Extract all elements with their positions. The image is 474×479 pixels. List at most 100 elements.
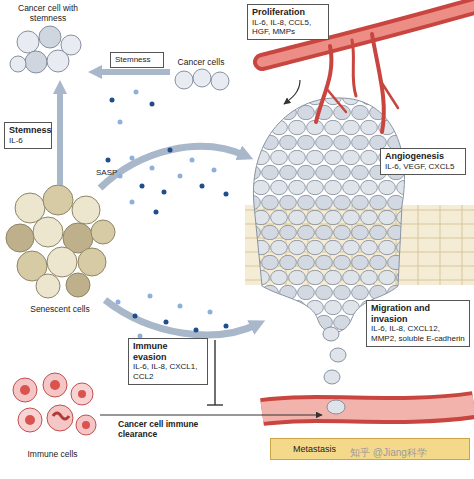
cancer-cell [175,69,229,90]
clearance-arrow [100,414,322,415]
sasp-dot [178,174,183,179]
migrating-cancer-cell [327,400,345,414]
migrating-cancer-cell [330,348,346,362]
sasp-dot [208,310,213,315]
sasp-dot [200,184,205,189]
stem-cancer-cell [17,31,39,53]
sasp-dot [190,158,195,163]
node-heading: Cancer cells [170,58,232,68]
process-box: AngiogenesisIL-6, VEGF, CXCL5 [380,148,466,175]
node-heading: Immune evasion [133,341,203,362]
sasp-dot [150,166,155,171]
immune-cell [76,415,96,435]
immune-cell [13,373,96,435]
sasp-dot [148,294,153,299]
senescent-cell [36,274,60,298]
watermark: 知乎 @Jiang科学 [350,447,472,459]
immune-cell [13,378,37,402]
sasp-dot [106,90,229,339]
senescent-cell [43,185,73,215]
senescent-cell [78,248,106,276]
sasp-dot [116,300,121,305]
sasp-dot [130,156,135,161]
immune-cell [50,380,60,390]
immune-cell [20,385,30,395]
sasp-dot [224,324,229,329]
node-heading: Migration and invasion [371,303,465,324]
bottom-blood-vessel [262,405,474,412]
cell-cluster: Cancer cells [170,58,232,92]
sasp-dot [140,184,145,189]
bottom-blood-vessel [262,405,474,412]
sasp-dot [224,192,229,197]
inhibition-bar [214,340,215,405]
proliferation-arrow [284,80,300,104]
sasp-dot [212,168,217,173]
sasp-dot [178,304,183,309]
process-box: Immune evasionIL-6, IL-8, CXCL1, CCL2 [128,338,208,385]
immune-cell [43,373,67,397]
immune-cell [53,413,69,419]
inhibition-bar [207,404,223,405]
node-body: IL-6, VEGF, CXCL5 [385,162,461,171]
tumour-vessel-branch [380,80,398,108]
sasp-dot [110,98,115,103]
node-heading: Senescent cells [5,305,115,315]
cancer-cell [193,69,211,87]
node-heading: Angiogenesis [385,151,461,162]
sasp-dot [150,102,155,107]
sasp-dot [194,328,199,333]
sasp-dot [118,174,123,179]
senescent-cell [6,224,34,252]
immune-cell [47,405,73,431]
cancer-cell [211,72,229,90]
stem-cancer-cell [47,50,69,72]
sasp-dot [118,120,123,125]
migrating-cancer-cell [324,370,340,384]
sasp-arrow [105,300,258,335]
sasp-dot [164,320,169,325]
node-body: IL-6, IL-8, CXCL12, MMP2, soluble E-cadh… [371,324,465,343]
tumour-vessel-branch [316,46,331,122]
senescent-cell [6,185,115,298]
bottom-blood-vessel [262,405,474,412]
clearance-arrow [100,415,322,416]
process-box: StemnessIL-6 [4,122,52,149]
stem-cancer-cell [25,51,47,73]
cell-cluster: Cancer cell with stemness [8,4,88,80]
node-heading: Cancer cell with stemness [8,4,88,24]
node-heading: Stemness [9,125,47,136]
immune-cell [71,383,93,405]
stem-cancer-cell [39,26,61,48]
sasp-dot [134,90,139,95]
migrating-cancer-cell [323,327,339,341]
sasp-dot [154,210,159,215]
node-heading: Proliferation [252,7,324,18]
node-body: IL-6, IL-8, CXCL1, CCL2 [133,362,203,381]
sasp-dot [133,314,138,319]
tumour-vessel-branch [326,88,346,112]
sasp-arrow [100,146,246,188]
sasp-dot [168,148,173,153]
proliferation-arrow [284,80,300,104]
cell-cluster: Immune cells [5,372,100,460]
immune-cell [25,415,35,425]
cancer-cell [175,71,193,89]
inhibition-bar [207,340,223,405]
senescent-cell [72,196,100,224]
node-body: IL-6 [9,136,47,145]
sasp-connector [57,87,63,185]
stem-cancer-cell [10,26,81,73]
node-heading: Immune cells [5,450,100,460]
cell-cluster: Senescent cells [5,185,115,315]
senescent-cell [47,247,77,277]
sasp-dot [130,200,135,205]
migrating-cancer-cell [323,327,346,414]
sasp-connector [95,69,170,75]
process-box: ProliferationIL-6, IL-8, CCL5, HGF, MMPs [247,4,329,40]
process-box: Migration and invasionIL-6, IL-8, CXCL12… [366,300,470,347]
sasp-dot [106,158,111,163]
